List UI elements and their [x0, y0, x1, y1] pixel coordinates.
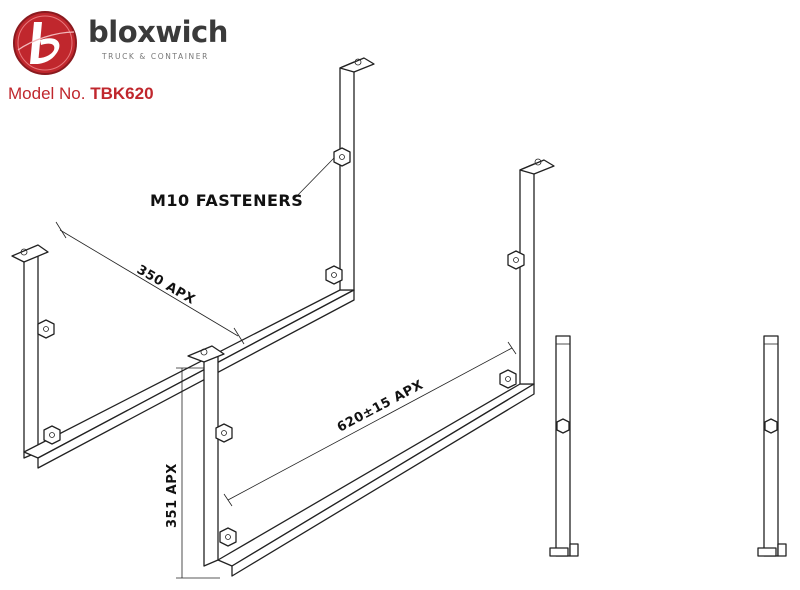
front-cradle: [187, 158, 555, 577]
fasteners-callout: M10 FASTENERS: [150, 191, 303, 210]
fastener-nut-icon: [215, 423, 233, 443]
model-number-label: Model No. TBK620: [8, 84, 154, 104]
fastener-nut-icon: [219, 527, 237, 547]
fastener-nuts: [37, 147, 525, 547]
dimension-depth: 350 APX: [55, 221, 245, 345]
dimension-height-label: 351 APX: [165, 463, 180, 528]
bloxwich-logo-icon: [13, 11, 77, 75]
fastener-nut-icon: [43, 425, 61, 445]
rear-cradle: [11, 57, 375, 469]
dimension-height: 351 APX: [165, 367, 220, 579]
dimension-width-label: 620±15 APX: [335, 378, 426, 436]
fastener-nut-icon: [37, 319, 55, 339]
model-number: TBK620: [90, 84, 154, 103]
dimension-depth-label: 350 APX: [134, 262, 198, 307]
fastener-nut-icon: [499, 369, 517, 389]
fastener-nut-icon: [333, 147, 351, 167]
fastener-nut-icon: [507, 250, 525, 270]
callout-leader-line: [294, 157, 335, 199]
brand-tagline: TRUCK & CONTAINER: [102, 52, 209, 61]
brand-name: bloxwich: [88, 15, 228, 49]
model-prefix: Model No.: [8, 84, 86, 103]
side-view-2: [757, 335, 787, 557]
brand-header: bloxwich TRUCK & CONTAINER: [12, 10, 252, 80]
side-view-1: [549, 335, 579, 557]
fastener-nut-icon: [325, 265, 343, 285]
